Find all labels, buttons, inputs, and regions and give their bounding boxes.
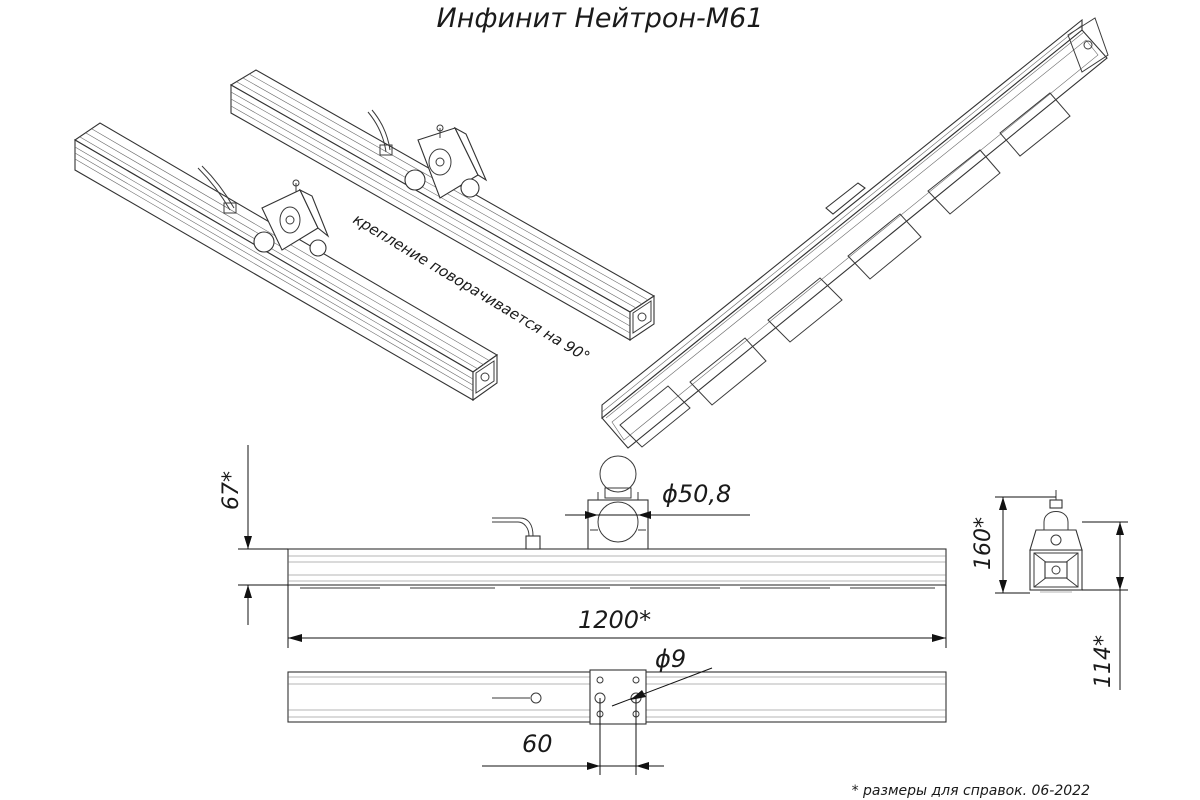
- drawing-title: Инфинит Нейтрон-М61: [437, 3, 764, 34]
- dim-label-160: 160*: [971, 517, 996, 570]
- front-elevation: [287, 455, 947, 589]
- dimension-hole-spacing: 60: [482, 698, 664, 775]
- side-elevation: [1029, 490, 1083, 593]
- footnote: * размеры для справок. 06-2022: [852, 783, 1091, 799]
- dim-label-9: ϕ9: [655, 645, 686, 673]
- dim-label-114: 114*: [1091, 635, 1116, 688]
- iso-luminaire-front: [73, 122, 499, 402]
- dim-label-50-8: ϕ50,8: [662, 480, 731, 508]
- dim-label-60: 60: [522, 730, 553, 758]
- dimension-body-depth: 114*: [1082, 521, 1128, 690]
- dim-label-67: 67*: [219, 471, 244, 510]
- top-view: [287, 669, 947, 725]
- dimension-clamp-diameter: ϕ50,8: [565, 480, 750, 519]
- dimension-length: 1200*: [287, 585, 947, 648]
- iso-luminaire-bottom: [601, 17, 1109, 449]
- dim-label-1200: 1200*: [578, 606, 651, 634]
- iso-luminaire-back: [229, 69, 656, 342]
- dimension-mount-height: 67*: [219, 445, 288, 625]
- dimension-hole-diameter: ϕ9: [611, 645, 713, 707]
- dimension-side-height: 160*: [971, 496, 1056, 594]
